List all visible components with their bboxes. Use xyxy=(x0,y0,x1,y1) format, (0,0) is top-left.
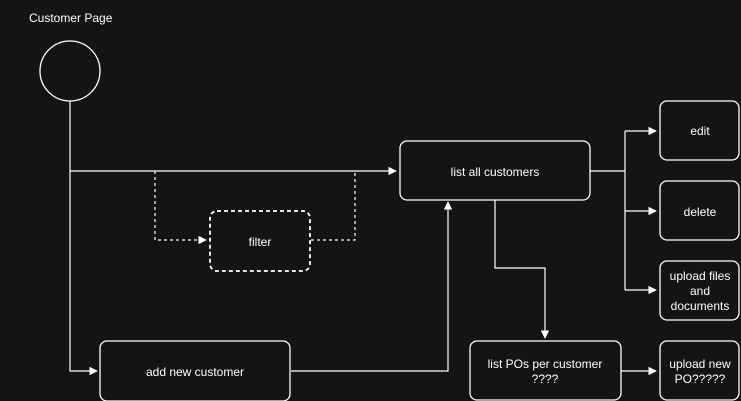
node-add-new-customer[interactable] xyxy=(99,340,291,401)
edge-to-filter xyxy=(154,171,207,245)
label-list-all-customers: list all customers xyxy=(451,165,540,179)
edge-filter-back xyxy=(311,171,356,241)
label-add-new-customer: add new customer xyxy=(146,365,244,379)
edge-add-to-list xyxy=(291,201,453,372)
label-upload-files-line3: documents xyxy=(671,299,730,313)
node-edit[interactable] xyxy=(659,100,740,161)
label-upload-po-line1: upload new xyxy=(669,357,731,371)
node-upload-po[interactable] xyxy=(659,340,740,401)
node-delete[interactable] xyxy=(659,180,740,241)
node-filter[interactable] xyxy=(209,210,311,272)
start-node xyxy=(39,40,101,102)
label-list-pos-line2: ???? xyxy=(532,372,559,386)
node-list-all-customers[interactable] xyxy=(399,140,591,201)
label-delete: delete xyxy=(684,205,717,219)
edge-start-to-list xyxy=(69,101,397,176)
label-edit: edit xyxy=(690,124,710,138)
node-upload-files[interactable] xyxy=(659,260,740,321)
label-upload-files-line2: and xyxy=(690,284,710,298)
edge-list-to-pos xyxy=(494,200,550,339)
label-filter: filter xyxy=(249,235,272,249)
edge-start-to-add xyxy=(69,171,98,376)
label-upload-files-line1: upload files xyxy=(670,269,731,283)
label-upload-po-line2: PO????? xyxy=(675,372,726,386)
label-list-pos-line1: list POs per customer xyxy=(488,357,603,371)
diagram-title: Customer Page xyxy=(29,11,113,25)
node-list-pos[interactable] xyxy=(469,340,622,401)
